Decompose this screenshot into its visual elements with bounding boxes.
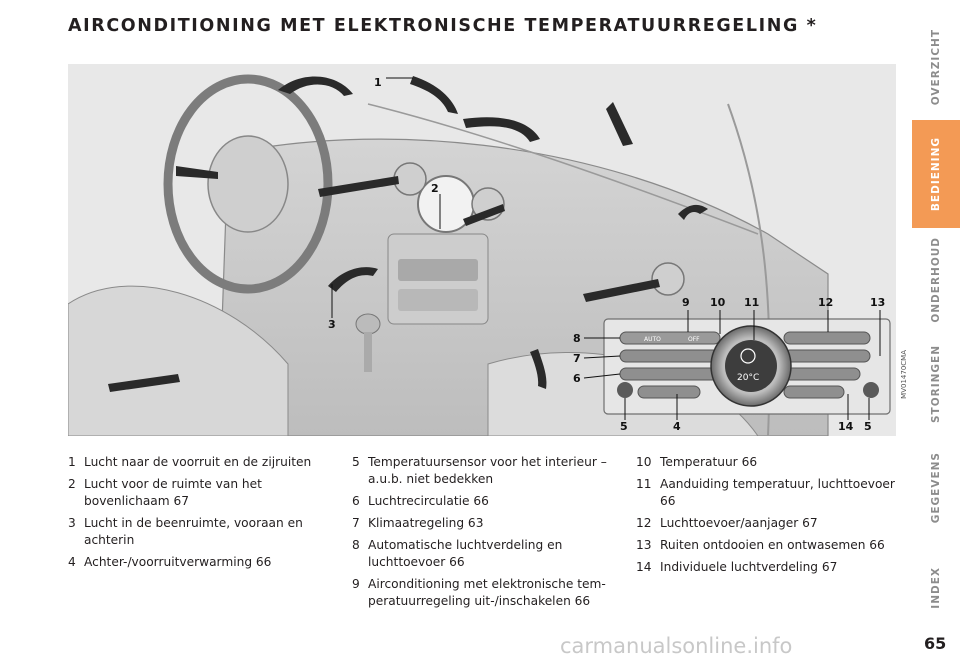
legend-text: Lucht naar de voorruit en de zijruiten	[84, 455, 312, 469]
legend-number: 5	[352, 455, 360, 469]
climate-control-panel: AUTO OFF 20°C	[603, 318, 891, 415]
legend-item: 10 Temperatuur 66	[636, 454, 912, 471]
legend-text: Aanduiding temperatuur, luchttoevoer 66	[660, 477, 895, 508]
page-title: AIRCONDITIONING MET ELEKTRONISCHE TEMPER…	[68, 16, 818, 36]
legend-number: 1	[68, 455, 76, 469]
callout-8: 8	[573, 332, 581, 345]
legend-item: 4 Achter-/voorruitverwarming 66	[68, 554, 330, 571]
callout-12: 12	[818, 296, 833, 309]
panel-auto-label: AUTO	[644, 336, 661, 343]
legend-column-3: 10 Temperatuur 66 11 Aanduiding temperat…	[636, 454, 912, 581]
callout-4: 4	[673, 420, 681, 433]
tab-gegevens[interactable]: GEGEVENS	[912, 436, 960, 540]
legend-item: 9 Airconditioning met elektronische tem-…	[352, 576, 624, 610]
legend-number: 6	[352, 494, 360, 508]
tab-label: INDEX	[930, 567, 942, 609]
panel-off-label: OFF	[688, 336, 700, 343]
callout-1: 1	[374, 76, 382, 89]
legend-text: Airconditioning met elektronische tem-pe…	[368, 577, 606, 608]
legend-column-1: 1 Lucht naar de voorruit en de zijruiten…	[68, 454, 330, 576]
tab-label: GEGEVENS	[930, 452, 942, 524]
callout-14: 14	[838, 420, 854, 433]
legend-item: 7 Klimaatregeling 63	[352, 515, 624, 532]
callout-5-left: 5	[620, 420, 628, 433]
legend-number: 10	[636, 455, 652, 469]
legend-column-2: 5 Temperatuursensor voor het interieur –…	[352, 454, 624, 615]
tab-index[interactable]: INDEX	[912, 556, 960, 620]
callout-10: 10	[710, 296, 726, 309]
callout-3: 3	[328, 318, 336, 331]
legend-item: 14 Individuele luchtverdeling 67	[636, 559, 912, 576]
legend-number: 7	[352, 516, 360, 530]
legend-number: 4	[68, 555, 76, 569]
callout-6: 6	[573, 372, 581, 385]
tab-storingen[interactable]: STORINGEN	[912, 332, 960, 436]
legend-item: 2 Lucht voor de ruimte van het bovenlich…	[68, 476, 330, 510]
section-sidebar: OVERZICHT BEDIENING ONDERHOUD STORINGEN …	[912, 0, 960, 663]
tab-label: ONDERHOUD	[930, 237, 942, 323]
tab-overzicht[interactable]: OVERZICHT	[912, 14, 960, 120]
legend-text: Klimaatregeling 63	[368, 516, 484, 530]
watermark: carmanualsonline.info	[560, 634, 793, 658]
legend-text: Lucht voor de ruimte van het bovenlichaa…	[84, 477, 262, 508]
legend-text: Luchttoevoer/aanjager 67	[660, 516, 818, 530]
tab-label: STORINGEN	[930, 344, 942, 423]
figure-code: MV01470CMA	[900, 350, 908, 399]
legend-item: 8 Automatische luchtverdeling en luchtto…	[352, 537, 624, 571]
legend-number: 9	[352, 577, 360, 591]
dashboard-illustration: AUTO OFF 20°C 1 2 3 4 5 5 6 7 8	[68, 64, 896, 436]
legend-item: 3 Lucht in de beenruimte, vooraan en ach…	[68, 515, 330, 549]
legend-number: 2	[68, 477, 76, 491]
legend-number: 3	[68, 516, 76, 530]
legend-number: 8	[352, 538, 360, 552]
tab-label: OVERZICHT	[930, 28, 942, 106]
legend-item: 5 Temperatuursensor voor het interieur –…	[352, 454, 624, 488]
callout-2: 2	[431, 182, 439, 195]
legend-text: Automatische luchtverdeling en luchttoev…	[368, 538, 563, 569]
callout-7: 7	[573, 352, 581, 365]
legend-text: Temperatuur 66	[660, 455, 758, 469]
callout-13: 13	[870, 296, 885, 309]
tab-bediening[interactable]: BEDIENING	[912, 120, 960, 228]
legend-item: 6 Luchtrecirculatie 66	[352, 493, 624, 510]
tab-label: BEDIENING	[930, 136, 942, 212]
legend-text: Lucht in de beenruimte, vooraan en achte…	[84, 516, 303, 547]
legend-text: Ruiten ontdooien en ontwasemen 66	[660, 538, 885, 552]
page-number: 65	[924, 634, 947, 653]
legend-number: 13	[636, 538, 652, 552]
legend-text: Luchtrecirculatie 66	[368, 494, 489, 508]
callout-5-right: 5	[864, 420, 872, 433]
dashboard-drawing: AUTO OFF 20°C 1 2 3 4 5 5 6 7 8	[68, 64, 896, 436]
legend-item: 11 Aanduiding temperatuur, luchttoevoer …	[636, 476, 912, 510]
legend-item: 1 Lucht naar de voorruit en de zijruiten	[68, 454, 330, 471]
legend-text: Individuele luchtverdeling 67	[660, 560, 838, 574]
legend-item: 12 Luchttoevoer/aanjager 67	[636, 515, 912, 532]
callout-9: 9	[682, 296, 690, 309]
legend-text: Temperatuursensor voor het interieur – a…	[368, 455, 607, 486]
legend-number: 11	[636, 477, 652, 491]
panel-temp-display: 20°C	[737, 373, 759, 383]
tab-onderhoud[interactable]: ONDERHOUD	[912, 228, 960, 332]
legend-number: 14	[636, 560, 652, 574]
legend-item: 13 Ruiten ontdooien en ontwasemen 66	[636, 537, 912, 554]
airflow-arrows	[108, 76, 708, 392]
legend-number: 12	[636, 516, 652, 530]
callout-11: 11	[744, 296, 759, 309]
legend-text: Achter-/voorruitverwarming 66	[84, 555, 272, 569]
